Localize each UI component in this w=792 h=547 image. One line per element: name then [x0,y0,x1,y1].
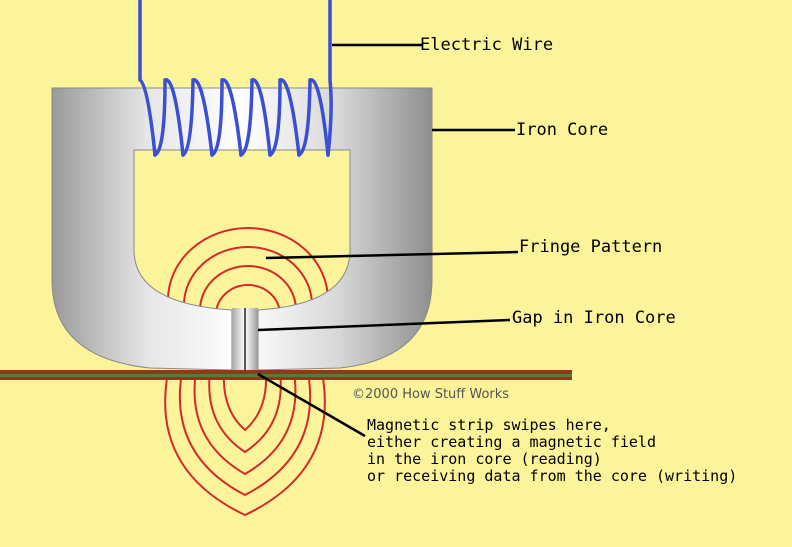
swipe-description: Magnetic strip swipes here, either creat… [367,417,737,485]
description-line: in the iron core (reading) [367,450,602,468]
label-iron-core: Iron Core [516,120,609,140]
label-electric-wire: Electric Wire [420,35,554,55]
description-line: or receiving data from the core (writing… [367,467,738,485]
description-line: either creating a magnetic field [367,433,656,451]
label-fringe-pattern: Fringe Pattern [519,237,663,257]
label-gap-in-iron-core: Gap in Iron Core [512,308,676,328]
copyright-notice: ©2000 How Stuff Works [352,387,510,402]
coil-wire [138,0,333,157]
description-line: Magnetic strip swipes here, [367,416,611,434]
magnetic-strip [0,370,572,380]
iron-core-shape [51,87,433,371]
leader-lines [257,43,519,438]
strip-field-lines [164,371,326,517]
